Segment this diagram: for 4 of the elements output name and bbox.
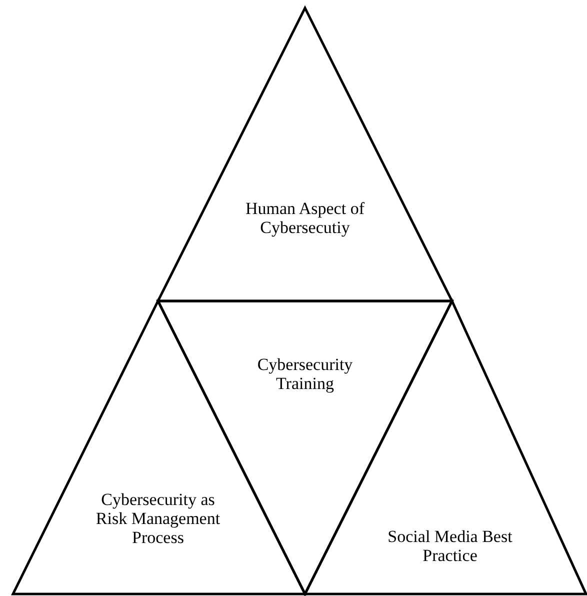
segment-label: Human Aspect of Cybersecutiy [244, 199, 366, 237]
segment-label: Social Media Best Practice [386, 527, 514, 565]
segment-label: Cybersecurity as Risk Management Process [94, 490, 222, 547]
segment-label: Cybersecurity Training [256, 355, 354, 393]
